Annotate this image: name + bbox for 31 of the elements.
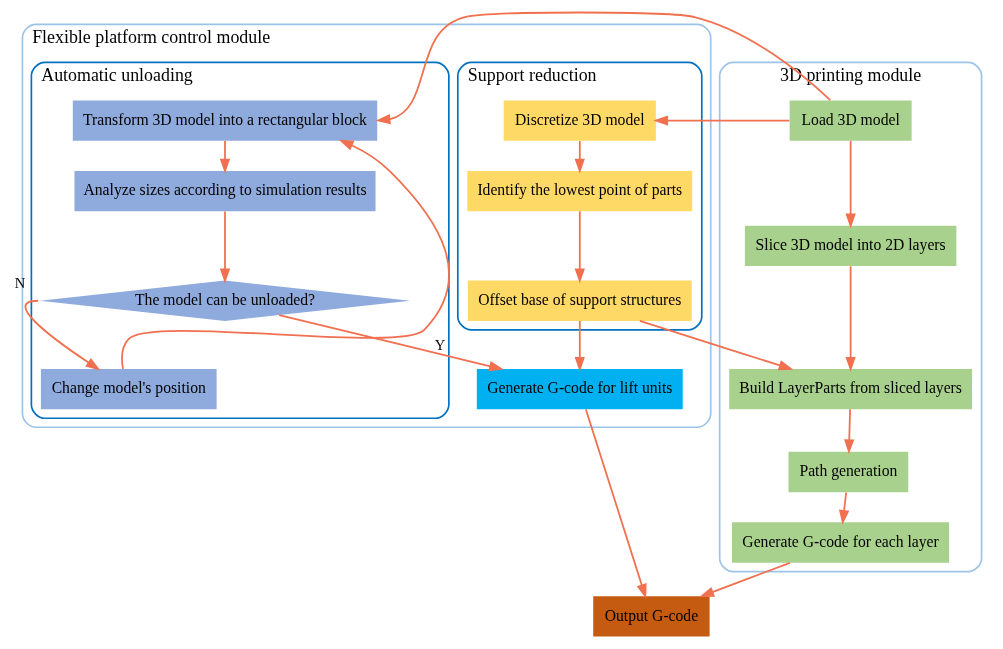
edge-label: Y <box>434 337 445 354</box>
node-box: Transform 3D model into a rectangular block <box>72 100 377 141</box>
arrow <box>838 491 849 525</box>
node-box: Discretize 3D model <box>503 100 656 141</box>
arrow <box>844 265 856 372</box>
node-box: Path generation <box>788 451 908 493</box>
node-box: Output G-code <box>592 596 710 637</box>
arrow <box>638 320 793 371</box>
arrow <box>219 140 230 174</box>
node-diamond: The model can be unloaded? <box>39 280 410 321</box>
node-box: Change model's position <box>40 369 217 410</box>
node-box: Offset base of support structures <box>467 280 692 321</box>
arrow <box>375 11 831 125</box>
arrow <box>698 561 791 598</box>
arrow <box>219 210 230 284</box>
node-box: Generate G-code for each layer <box>731 522 949 563</box>
arrow <box>584 408 647 599</box>
node-box: Slice 3D model into 2D layers <box>744 225 956 267</box>
node-box: Load 3D model <box>789 100 912 141</box>
arrow <box>574 140 585 174</box>
arrow <box>844 140 856 229</box>
arrow <box>574 320 585 372</box>
node-box: Analyze sizes according to simulation results <box>73 170 376 212</box>
arrow <box>652 115 790 126</box>
arrow <box>843 408 854 455</box>
node-box: Build LayerParts from sliced layers <box>728 369 972 410</box>
arrow <box>277 314 504 372</box>
node-box: Generate G-code for lift units <box>476 369 683 410</box>
node-box: Identify the lowest point of parts <box>466 170 692 212</box>
arrow <box>120 139 450 370</box>
arrow <box>574 210 585 284</box>
